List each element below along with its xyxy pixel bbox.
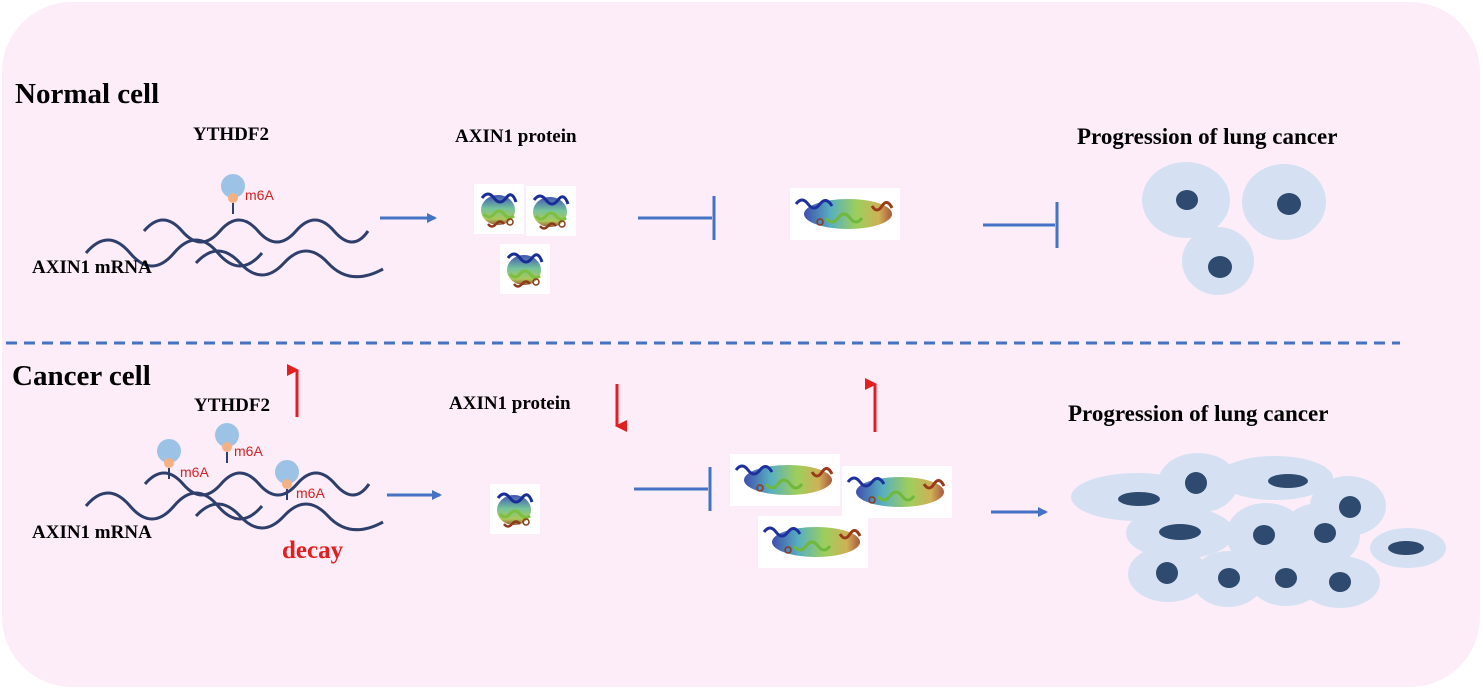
normal-ythdf2-reader-icon bbox=[220, 173, 246, 215]
cancer-mrna-label: AXIN1 mRNA bbox=[32, 522, 152, 543]
cancer-outcome-label: Progression of lung cancer bbox=[1068, 401, 1329, 426]
normal-mrna-strands bbox=[84, 218, 384, 279]
protein-structure-icon bbox=[840, 464, 954, 520]
normal-inhibition-2 bbox=[983, 202, 1059, 248]
decay-label: decay bbox=[282, 537, 344, 564]
normal-protein-label: AXIN1 protein bbox=[455, 126, 577, 147]
normal-axin1-protein-cluster bbox=[472, 182, 578, 296]
cancer-m6a-label-2: m6A bbox=[234, 443, 263, 459]
cancer-inhibition bbox=[634, 467, 712, 511]
protein-structure-icon bbox=[498, 242, 552, 296]
normal-m6a-label: m6A bbox=[245, 187, 274, 203]
protein-structure-icon bbox=[472, 182, 526, 236]
normal-cell-title: Normal cell bbox=[15, 78, 160, 110]
cancer-m6a-label-3: m6A bbox=[296, 485, 325, 501]
cancer-cell-title: Cancer cell bbox=[12, 360, 151, 392]
cancer-ythdf2-label: YTHDF2 bbox=[194, 395, 270, 416]
cancer-axin1-protein-icon bbox=[488, 482, 542, 536]
cancer-protein-label: AXIN1 protein bbox=[449, 393, 571, 414]
normal-cells bbox=[1142, 162, 1326, 295]
normal-target-protein-icon bbox=[788, 186, 902, 242]
normal-ythdf2-label: YTHDF2 bbox=[193, 124, 269, 145]
protein-structure-icon bbox=[756, 514, 870, 570]
cancer-cells bbox=[1071, 453, 1446, 608]
normal-outcome-label: Progression of lung cancer bbox=[1077, 124, 1338, 149]
cancer-m6a-label-1: m6A bbox=[180, 464, 209, 480]
normal-mrna-label: AXIN1 mRNA bbox=[32, 257, 152, 278]
cancer-target-protein-cluster bbox=[728, 452, 954, 570]
normal-inhibition-1 bbox=[638, 196, 716, 240]
cancer-mrna-strands bbox=[84, 471, 384, 532]
protein-structure-icon bbox=[728, 452, 842, 508]
protein-structure-icon bbox=[524, 184, 578, 238]
